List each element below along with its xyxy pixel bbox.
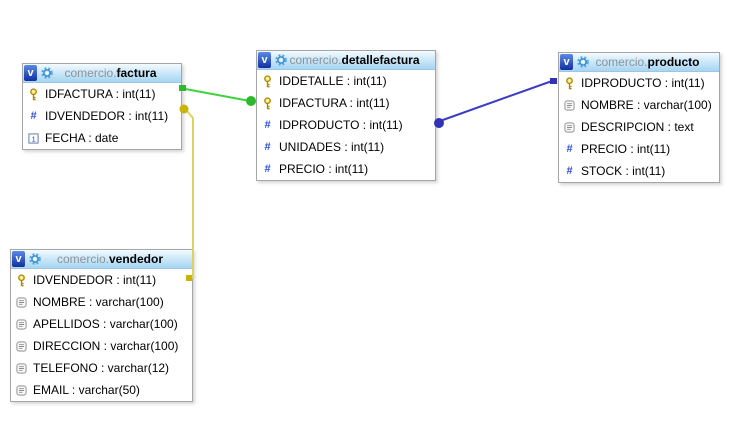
table-field-row[interactable]: DESCRIPCION : text (559, 116, 719, 138)
table-header[interactable]: v comercio.factura (23, 64, 181, 83)
numeric-icon: # (566, 143, 573, 155)
text-icon (15, 318, 28, 330)
numeric-icon: # (264, 163, 271, 175)
table-name: detallefactura (341, 53, 420, 67)
table-field-row[interactable]: IDFACTURA : int(11) (23, 83, 181, 105)
table-detallefactura[interactable]: v comercio.detallefactura IDDETALLE : in… (256, 50, 436, 181)
text-icon (15, 362, 28, 374)
table-field-row[interactable]: 1 FECHA : date (23, 127, 181, 149)
table-field-row[interactable]: IDDETALLE : int(11) (257, 70, 435, 92)
table-header[interactable]: v comercio.vendedor (11, 250, 192, 269)
svg-text:1: 1 (32, 134, 36, 143)
field-list: IDPRODUCTO : int(11) NOMBRE : varchar(100… (559, 72, 719, 182)
primary-key-icon (261, 74, 274, 88)
table-field-row[interactable]: # IDVENDEDOR : int(11) (23, 105, 181, 127)
field-label: IDVENDEDOR : int(11) (45, 109, 169, 123)
table-schema: comercio. (289, 53, 342, 67)
table-schema: comercio. (595, 55, 648, 69)
table-field-row[interactable]: DIRECCION : varchar(100) (11, 335, 192, 357)
table-field-row[interactable]: EMAIL : varchar(50) (11, 379, 192, 401)
table-schema: comercio. (64, 66, 117, 80)
field-label: APELLIDOS : varchar(100) (33, 317, 178, 331)
field-label: IDDETALLE : int(11) (279, 74, 387, 88)
table-header[interactable]: v comercio.producto (559, 53, 719, 72)
field-label: DIRECCION : varchar(100) (33, 339, 179, 353)
field-label: IDFACTURA : int(11) (279, 96, 390, 110)
table-toggle-icon[interactable]: v (12, 251, 25, 267)
table-field-row[interactable]: NOMBRE : varchar(100) (11, 291, 192, 313)
table-toggle-icon[interactable]: v (560, 54, 573, 70)
numeric-icon: # (264, 141, 271, 153)
table-field-row[interactable]: TELEFONO : varchar(12) (11, 357, 192, 379)
table-field-row[interactable]: IDFACTURA : int(11) (257, 92, 435, 114)
table-schema: comercio. (56, 252, 109, 266)
relation-fk-dot (246, 96, 256, 106)
table-field-row[interactable]: IDVENDEDOR : int(11) (11, 269, 192, 291)
table-vendedor[interactable]: v comercio.vendedor IDVENDEDOR : int(11)… (10, 249, 193, 402)
table-options-gear-icon[interactable] (40, 66, 54, 80)
text-icon (563, 99, 576, 111)
table-field-row[interactable]: # IDPRODUCTO : int(11) (257, 114, 435, 136)
table-title: comercio.vendedor (42, 252, 192, 266)
field-label: PRECIO : int(11) (279, 162, 369, 176)
table-title: comercio.detallefactura (288, 53, 435, 67)
field-label: IDVENDEDOR : int(11) (33, 273, 157, 287)
field-label: PRECIO : int(11) (581, 142, 671, 156)
table-toggle-icon[interactable]: v (258, 52, 271, 68)
primary-key-icon (27, 87, 40, 101)
field-label: TELEFONO : varchar(12) (33, 361, 170, 375)
table-options-gear-icon[interactable] (28, 252, 42, 266)
date-icon: 1 (27, 132, 40, 144)
table-options-gear-icon[interactable] (274, 53, 288, 67)
numeric-icon: # (264, 119, 271, 131)
text-icon (15, 340, 28, 352)
field-label: NOMBRE : varchar(100) (33, 295, 164, 309)
field-label: IDFACTURA : int(11) (45, 87, 156, 101)
field-label: IDPRODUCTO : int(11) (279, 118, 403, 132)
field-label: EMAIL : varchar(50) (33, 383, 140, 397)
relation-pk-square (550, 78, 557, 84)
table-header[interactable]: v comercio.detallefactura (257, 51, 435, 70)
field-label: STOCK : int(11) (581, 164, 666, 178)
primary-key-icon (15, 273, 28, 287)
field-label: IDPRODUCTO : int(11) (581, 76, 705, 90)
table-field-row[interactable]: NOMBRE : varchar(100) (559, 94, 719, 116)
table-name: vendedor (109, 252, 164, 266)
table-field-row[interactable]: IDPRODUCTO : int(11) (559, 72, 719, 94)
primary-key-icon (563, 76, 576, 90)
table-options-gear-icon[interactable] (576, 55, 590, 69)
table-name: producto (647, 55, 700, 69)
table-field-row[interactable]: # UNIDADES : int(11) (257, 136, 435, 158)
field-list: IDDETALLE : int(11) IDFACTURA : int(11) # I… (257, 70, 435, 180)
field-label: NOMBRE : varchar(100) (581, 98, 712, 112)
field-list: IDVENDEDOR : int(11) NOMBRE : varchar(100… (11, 269, 192, 401)
text-icon (15, 384, 28, 396)
field-label: FECHA : date (45, 131, 119, 145)
numeric-icon: # (566, 165, 573, 177)
table-title: comercio.producto (590, 55, 719, 69)
table-toggle-icon[interactable]: v (24, 65, 37, 81)
primary-key-icon (261, 96, 274, 110)
field-label: DESCRIPCION : text (581, 120, 694, 134)
table-field-row[interactable]: # PRECIO : int(11) (559, 138, 719, 160)
table-factura[interactable]: v comercio.factura IDFACTURA : int(11)#I… (22, 63, 182, 150)
field-label: UNIDADES : int(11) (279, 140, 385, 154)
table-title: comercio.factura (54, 66, 181, 80)
table-producto[interactable]: v comercio.producto IDPRODUCTO : int(11)… (558, 52, 720, 183)
relation-line[interactable] (179, 87, 251, 102)
text-icon (15, 296, 28, 308)
table-field-row[interactable]: # STOCK : int(11) (559, 160, 719, 182)
table-name: factura (116, 66, 157, 80)
table-field-row[interactable]: APELLIDOS : varchar(100) (11, 313, 192, 335)
numeric-icon: # (30, 110, 37, 122)
relation-line[interactable] (439, 80, 553, 122)
text-icon (563, 121, 576, 133)
field-list: IDFACTURA : int(11) # IDVENDEDOR : int(11)… (23, 83, 181, 149)
table-field-row[interactable]: # PRECIO : int(11) (257, 158, 435, 180)
